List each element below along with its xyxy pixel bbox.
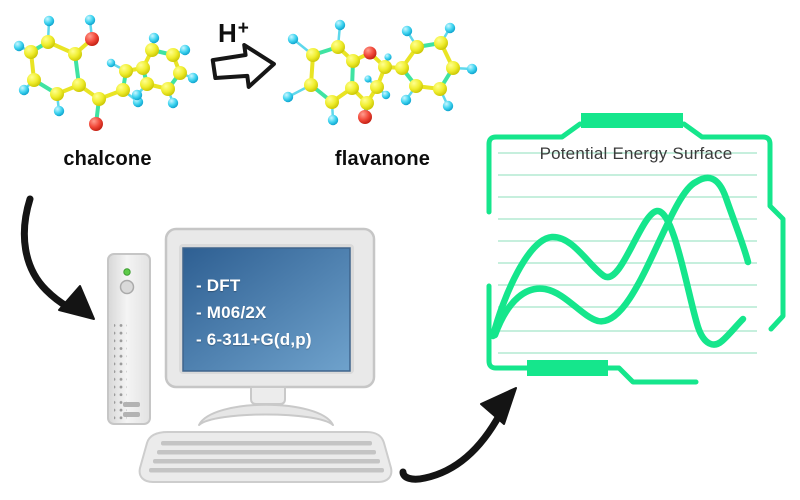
chalcone-label: chalcone xyxy=(63,148,152,170)
panel-border xyxy=(486,121,786,385)
molecule-bonds xyxy=(17,18,195,126)
molecule-atoms xyxy=(13,14,199,131)
panel-bottom-clip xyxy=(527,360,608,376)
pes-panel xyxy=(486,113,786,385)
power-button-icon xyxy=(119,279,135,295)
tower-vents xyxy=(114,324,127,420)
flow-arrow-to-computer-icon xyxy=(20,195,95,320)
desktop-computer-illustration xyxy=(107,227,393,483)
flavanone-molecule xyxy=(282,19,478,126)
screen-line: - DFT xyxy=(196,276,241,295)
catalyst-label: H+ xyxy=(218,17,249,48)
screen-line: - 6-311+G(d,p) xyxy=(196,330,312,349)
drive-slots xyxy=(123,402,140,417)
computer-tower xyxy=(107,253,151,425)
pes-title: Potential Energy Surface xyxy=(539,144,733,163)
pes-curve-b xyxy=(489,207,747,348)
screen-line: - M06/2X xyxy=(196,303,267,322)
molecule-atoms xyxy=(282,19,478,126)
reaction-arrow-icon xyxy=(210,43,276,89)
screen-text: - DFT - M06/2X - 6-311+G(d,p) xyxy=(196,272,312,353)
monitor-screen xyxy=(182,247,351,372)
monitor-stand xyxy=(198,386,334,426)
flow-arrow-to-chart-icon xyxy=(399,387,517,483)
chalcone-molecule xyxy=(13,14,199,131)
keyboard xyxy=(138,431,393,483)
catalyst-charge: + xyxy=(237,17,249,39)
pes-curve-a xyxy=(491,174,752,339)
power-led xyxy=(123,268,131,276)
panel-top-clip xyxy=(581,113,683,128)
catalyst-symbol: H xyxy=(218,18,237,48)
flavanone-label: flavanone xyxy=(334,148,431,170)
